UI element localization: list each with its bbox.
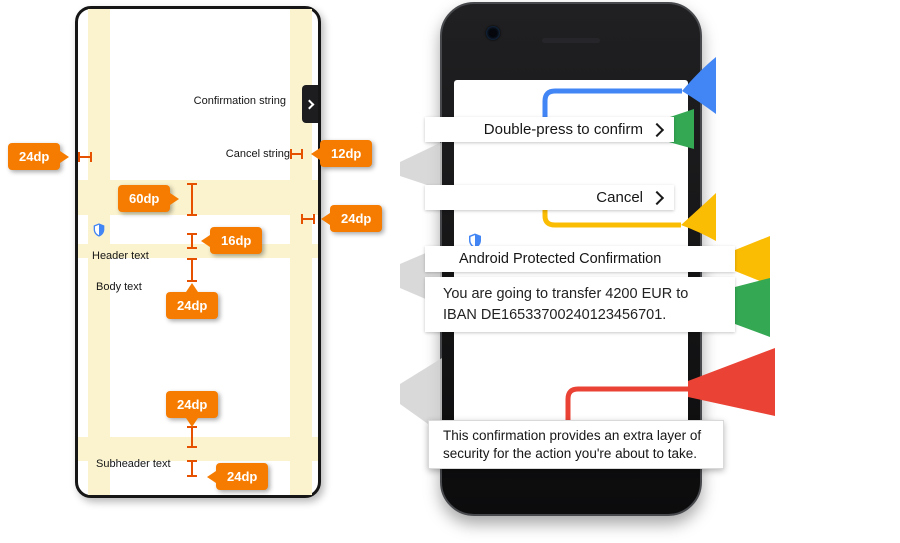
cancel-trailing-measure <box>290 149 303 159</box>
cancel-button-label: Cancel <box>596 189 643 206</box>
wireframe-connector-top <box>400 142 442 190</box>
body-funnel-green <box>735 278 770 337</box>
callout-icon-header-gap: 16dp <box>200 227 263 254</box>
confirmation-string-label: Confirmation string <box>193 95 286 107</box>
icon-header-gap-measure <box>187 233 197 249</box>
cancel-button[interactable]: Cancel <box>425 185 674 210</box>
front-camera <box>486 26 500 40</box>
callout-header-body-gap: 24dp <box>166 283 219 319</box>
note-line-2: security for the action you're about to … <box>443 446 697 461</box>
confirmation-body: You are going to transfer 4200 EUR to IB… <box>425 277 735 332</box>
header-text-label: Header text <box>92 250 149 262</box>
chevron-right-icon <box>649 190 665 205</box>
callout-body-subheader-gap: 24dp <box>166 391 219 427</box>
header-funnel-yellow <box>735 236 770 285</box>
header-body-gap-measure <box>187 258 197 282</box>
confirm-chevron-affordance[interactable] <box>302 85 318 123</box>
double-press-confirm-button[interactable]: Double-press to confirm <box>425 117 674 142</box>
confirm-button-label: Double-press to confirm <box>483 121 643 138</box>
note-line-1: This confirmation provides an extra laye… <box>443 428 702 443</box>
subheader-text-label: Subheader text <box>96 458 171 470</box>
body-subheader-gap-measure <box>187 426 197 448</box>
body-line-2: IBAN DE16533700240123456701. <box>443 307 667 323</box>
cancel-string-label: Cancel string <box>225 148 290 160</box>
band-height-measure <box>187 183 197 216</box>
body-text-label: Body text <box>96 281 142 293</box>
body-line-1: You are going to transfer 4200 EUR to <box>443 286 689 302</box>
shield-icon <box>91 221 107 239</box>
callout-subheader-bottom-gap: 24dp <box>206 463 269 490</box>
earpiece-speaker <box>542 38 600 43</box>
callout-left-margin: 24dp <box>8 143 70 170</box>
chevron-right-icon <box>649 122 665 137</box>
chevron-right-icon <box>304 99 314 109</box>
wireframe-phone: Confirmation string Cancel string Header… <box>75 6 321 498</box>
subheader-row-guide <box>78 437 318 461</box>
callout-right-margin: 24dp <box>320 205 383 232</box>
callout-band-height: 60dp <box>118 185 180 212</box>
shield-icon <box>466 231 484 251</box>
security-note: This confirmation provides an extra laye… <box>428 420 724 469</box>
confirmation-header: Android Protected Confirmation <box>425 246 735 272</box>
callout-cancel-trailing: 12dp <box>310 140 373 167</box>
button-row-guide <box>78 180 318 215</box>
right-margin-measure <box>301 214 315 224</box>
left-margin-measure <box>78 152 92 162</box>
subheader-bottom-gap-measure <box>187 460 197 477</box>
